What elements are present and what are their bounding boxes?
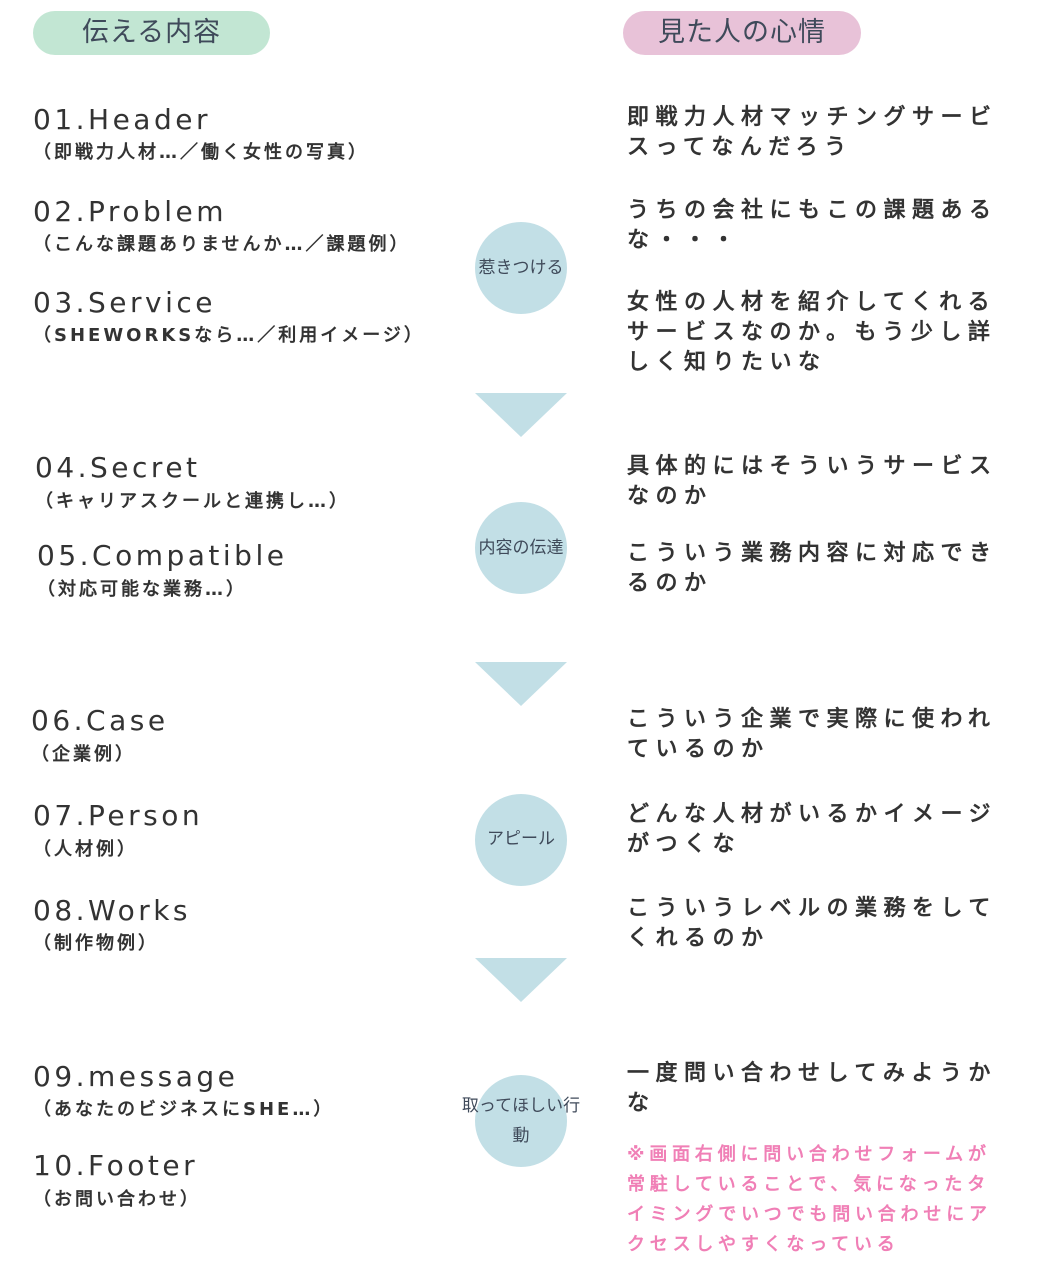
section-sub: （制作物例）: [33, 933, 159, 954]
section-title: 09.message: [33, 1060, 239, 1093]
feeling-text: 具体的にはそういうサービスなのか: [627, 454, 998, 509]
feeling-text: こういう企業で実際に使われているのか: [627, 707, 997, 762]
down-arrow-icon: [475, 393, 567, 437]
stage-circle: [475, 1075, 567, 1167]
note-text: ※画面右側に問い合わせフォームが常駐していることで、気になったタイミングでいつで…: [627, 1144, 992, 1255]
section-title: 04.Secret: [35, 451, 201, 484]
header-pill-content: 伝える内容: [33, 11, 270, 55]
down-arrow-icon: [475, 662, 567, 706]
stage-label: 内容の伝達: [478, 538, 564, 558]
feeling-text: 女性の人材を紹介してくれるサービスなのか。もう少し詳しく知りたいな: [627, 290, 997, 375]
section-sub: （SHEWORKSなら…／利用イメージ）: [33, 325, 425, 346]
section-sub: （キャリアスクールと連携し…）: [35, 491, 350, 512]
feeling-text: うちの会社にもこの課題あるな・・・: [627, 198, 998, 253]
header-pill-feeling: 見た人の心情: [623, 11, 861, 55]
down-arrow-icon: [475, 958, 567, 1002]
section-sub: （人材例）: [33, 839, 138, 860]
section-sub: （こんな課題ありませんか…／課題例）: [33, 234, 411, 255]
section-title: 10.Footer: [33, 1149, 199, 1182]
stage-label: アピール: [487, 829, 555, 849]
feeling-text: こういうレベルの業務をしてくれるのか: [627, 896, 997, 951]
stage-circle: [475, 794, 567, 886]
section-title: 03.Service: [33, 286, 217, 319]
section-title: 05.Compatible: [37, 539, 288, 572]
feeling-text: 即戦力人材マッチングサービスってなんだろう: [627, 105, 998, 160]
stage-label: 惹きつける: [478, 258, 564, 278]
stage-label: 取ってほしい行動: [461, 1096, 581, 1146]
stage-circle: [475, 222, 567, 314]
section-sub: （あなたのビジネスにSHE…）: [33, 1099, 335, 1120]
section-title: 01.Header: [33, 103, 211, 136]
section-sub: （企業例）: [31, 744, 136, 765]
section-sub: （お問い合わせ）: [33, 1189, 201, 1210]
section-title: 07.Person: [33, 799, 204, 832]
section-title: 02.Problem: [33, 195, 228, 228]
feeling-text: こういう業務内容に対応できるのか: [627, 541, 998, 596]
section-title: 08.Works: [33, 894, 192, 927]
feeling-text: 一度問い合わせしてみようかな: [627, 1061, 997, 1116]
section-title: 06.Case: [31, 704, 169, 737]
feeling-text: どんな人材がいるかイメージがつくな: [627, 802, 998, 857]
stage-circle: [475, 502, 567, 594]
section-sub: （即戦力人材…／働く女性の写真）: [33, 142, 369, 163]
section-sub: （対応可能な業務…）: [37, 579, 247, 600]
